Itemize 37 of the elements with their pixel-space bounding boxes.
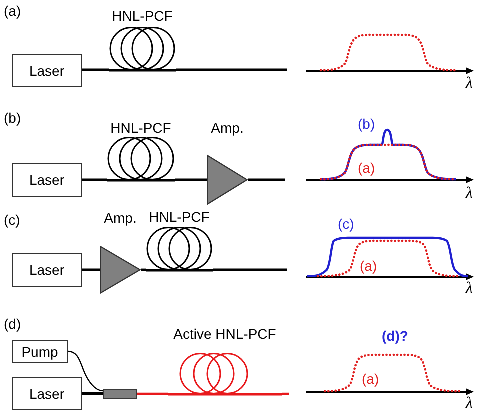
curve-label: (a) [358, 160, 376, 176]
axis-label: λ [466, 396, 473, 412]
component-label: Active HNL-PCF [174, 326, 276, 342]
optical-fiber [175, 178, 207, 182]
curve-label: (a) [360, 258, 378, 274]
panel-label: (d) [4, 316, 22, 332]
laser-box: Laser [12, 163, 82, 197]
axis-label: λ [466, 281, 473, 297]
optical-fiber [137, 392, 168, 396]
curve-label: (c) [338, 216, 354, 232]
component-label: Amp. [104, 210, 137, 226]
fiber-coupler [103, 389, 137, 399]
optical-fiber [248, 178, 285, 182]
optical-fiber [68, 350, 104, 392]
pump-box: Pump [12, 340, 68, 363]
optical-fiber [82, 268, 100, 272]
component-label: HNL-PCF [110, 120, 172, 136]
optical-fiber [82, 392, 103, 396]
panel-label: (c) [4, 212, 20, 228]
axis-label: λ [466, 76, 473, 92]
laser-box: Laser [12, 253, 82, 287]
curve-label: (a) [362, 371, 380, 387]
panel-label: (b) [4, 110, 22, 126]
component-label: HNL-PCF [112, 8, 173, 24]
optical-fiber [176, 68, 287, 72]
laser-box: Laser [12, 377, 82, 410]
component-label: Amp. [211, 120, 244, 136]
component-label: HNL-PCF [149, 209, 210, 225]
optical-fiber [213, 268, 287, 272]
panel-label: (a) [4, 3, 22, 19]
laser-box: Laser [12, 54, 82, 87]
curve-label: (d)? [382, 328, 408, 344]
optical-fiber [82, 68, 109, 72]
axis-label: λ [466, 186, 473, 202]
optical-fiber [282, 392, 289, 396]
optical-fiber [82, 178, 107, 182]
curve-label: (b) [358, 116, 376, 132]
